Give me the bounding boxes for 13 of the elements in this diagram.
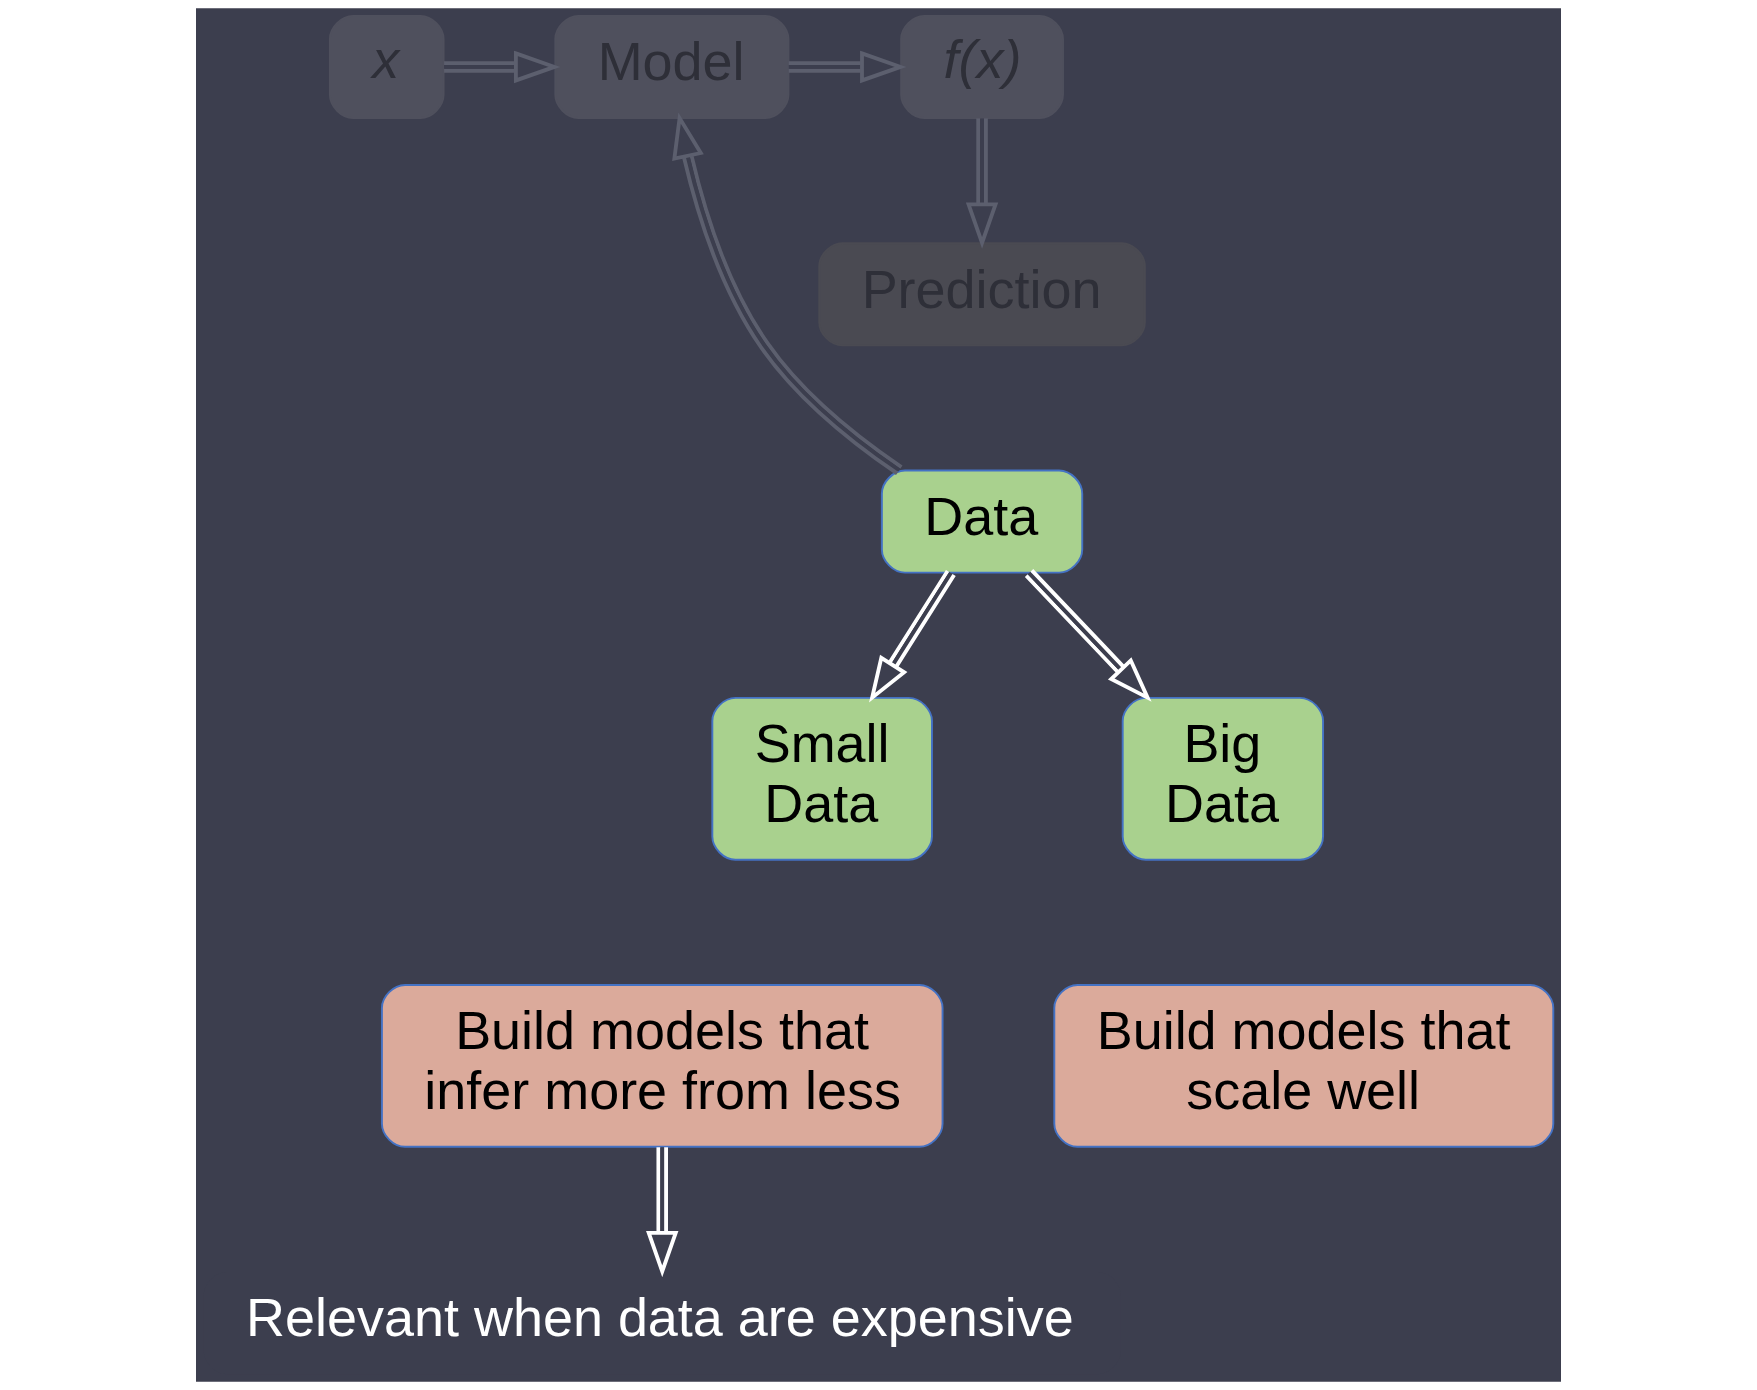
arrow [869,569,956,703]
arrow [788,50,907,84]
node-box: Build models that infer more from less [380,984,944,1148]
arrow [672,112,903,476]
arrow [444,50,561,84]
node-box: Data [880,469,1084,574]
arrow [1024,569,1152,702]
node-box: Small Data [711,696,933,861]
arrow [965,118,999,249]
arrow [646,1147,679,1278]
node-box: Big Data [1121,696,1325,861]
node-box: Build models that scale well [1053,984,1555,1148]
node-text: Relevant when data are expensive [246,1287,1074,1348]
